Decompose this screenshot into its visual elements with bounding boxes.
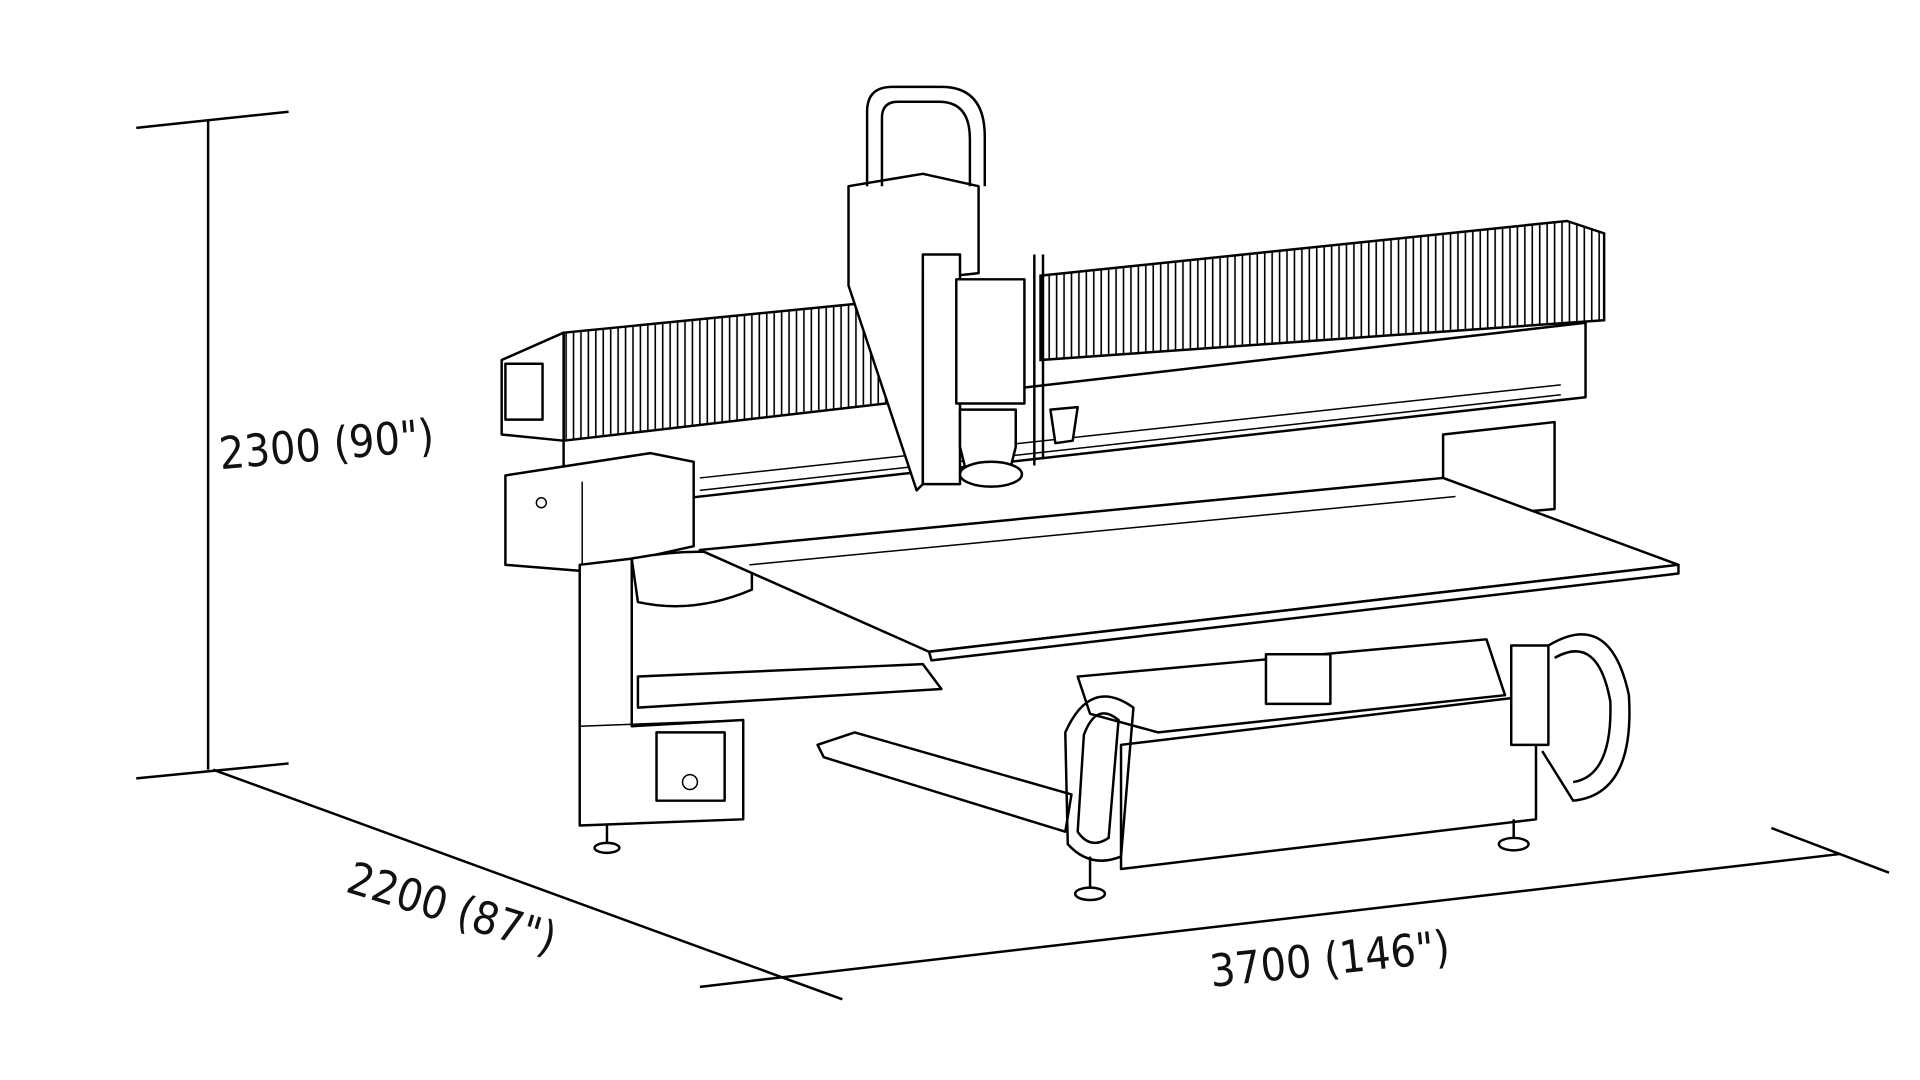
height-dimension-label: 2300 (90") xyxy=(217,410,436,481)
height-dimension-lines xyxy=(136,110,289,780)
cnc-machine xyxy=(500,85,1680,902)
width-dimension-lines xyxy=(699,826,1890,989)
depth-dimension-lines xyxy=(212,768,843,1001)
depth-dimension-label: 2200 (87") xyxy=(341,852,562,965)
width-dimension-label: 3700 (146") xyxy=(1207,921,1452,998)
gantry-bellows-right xyxy=(1039,219,1606,362)
